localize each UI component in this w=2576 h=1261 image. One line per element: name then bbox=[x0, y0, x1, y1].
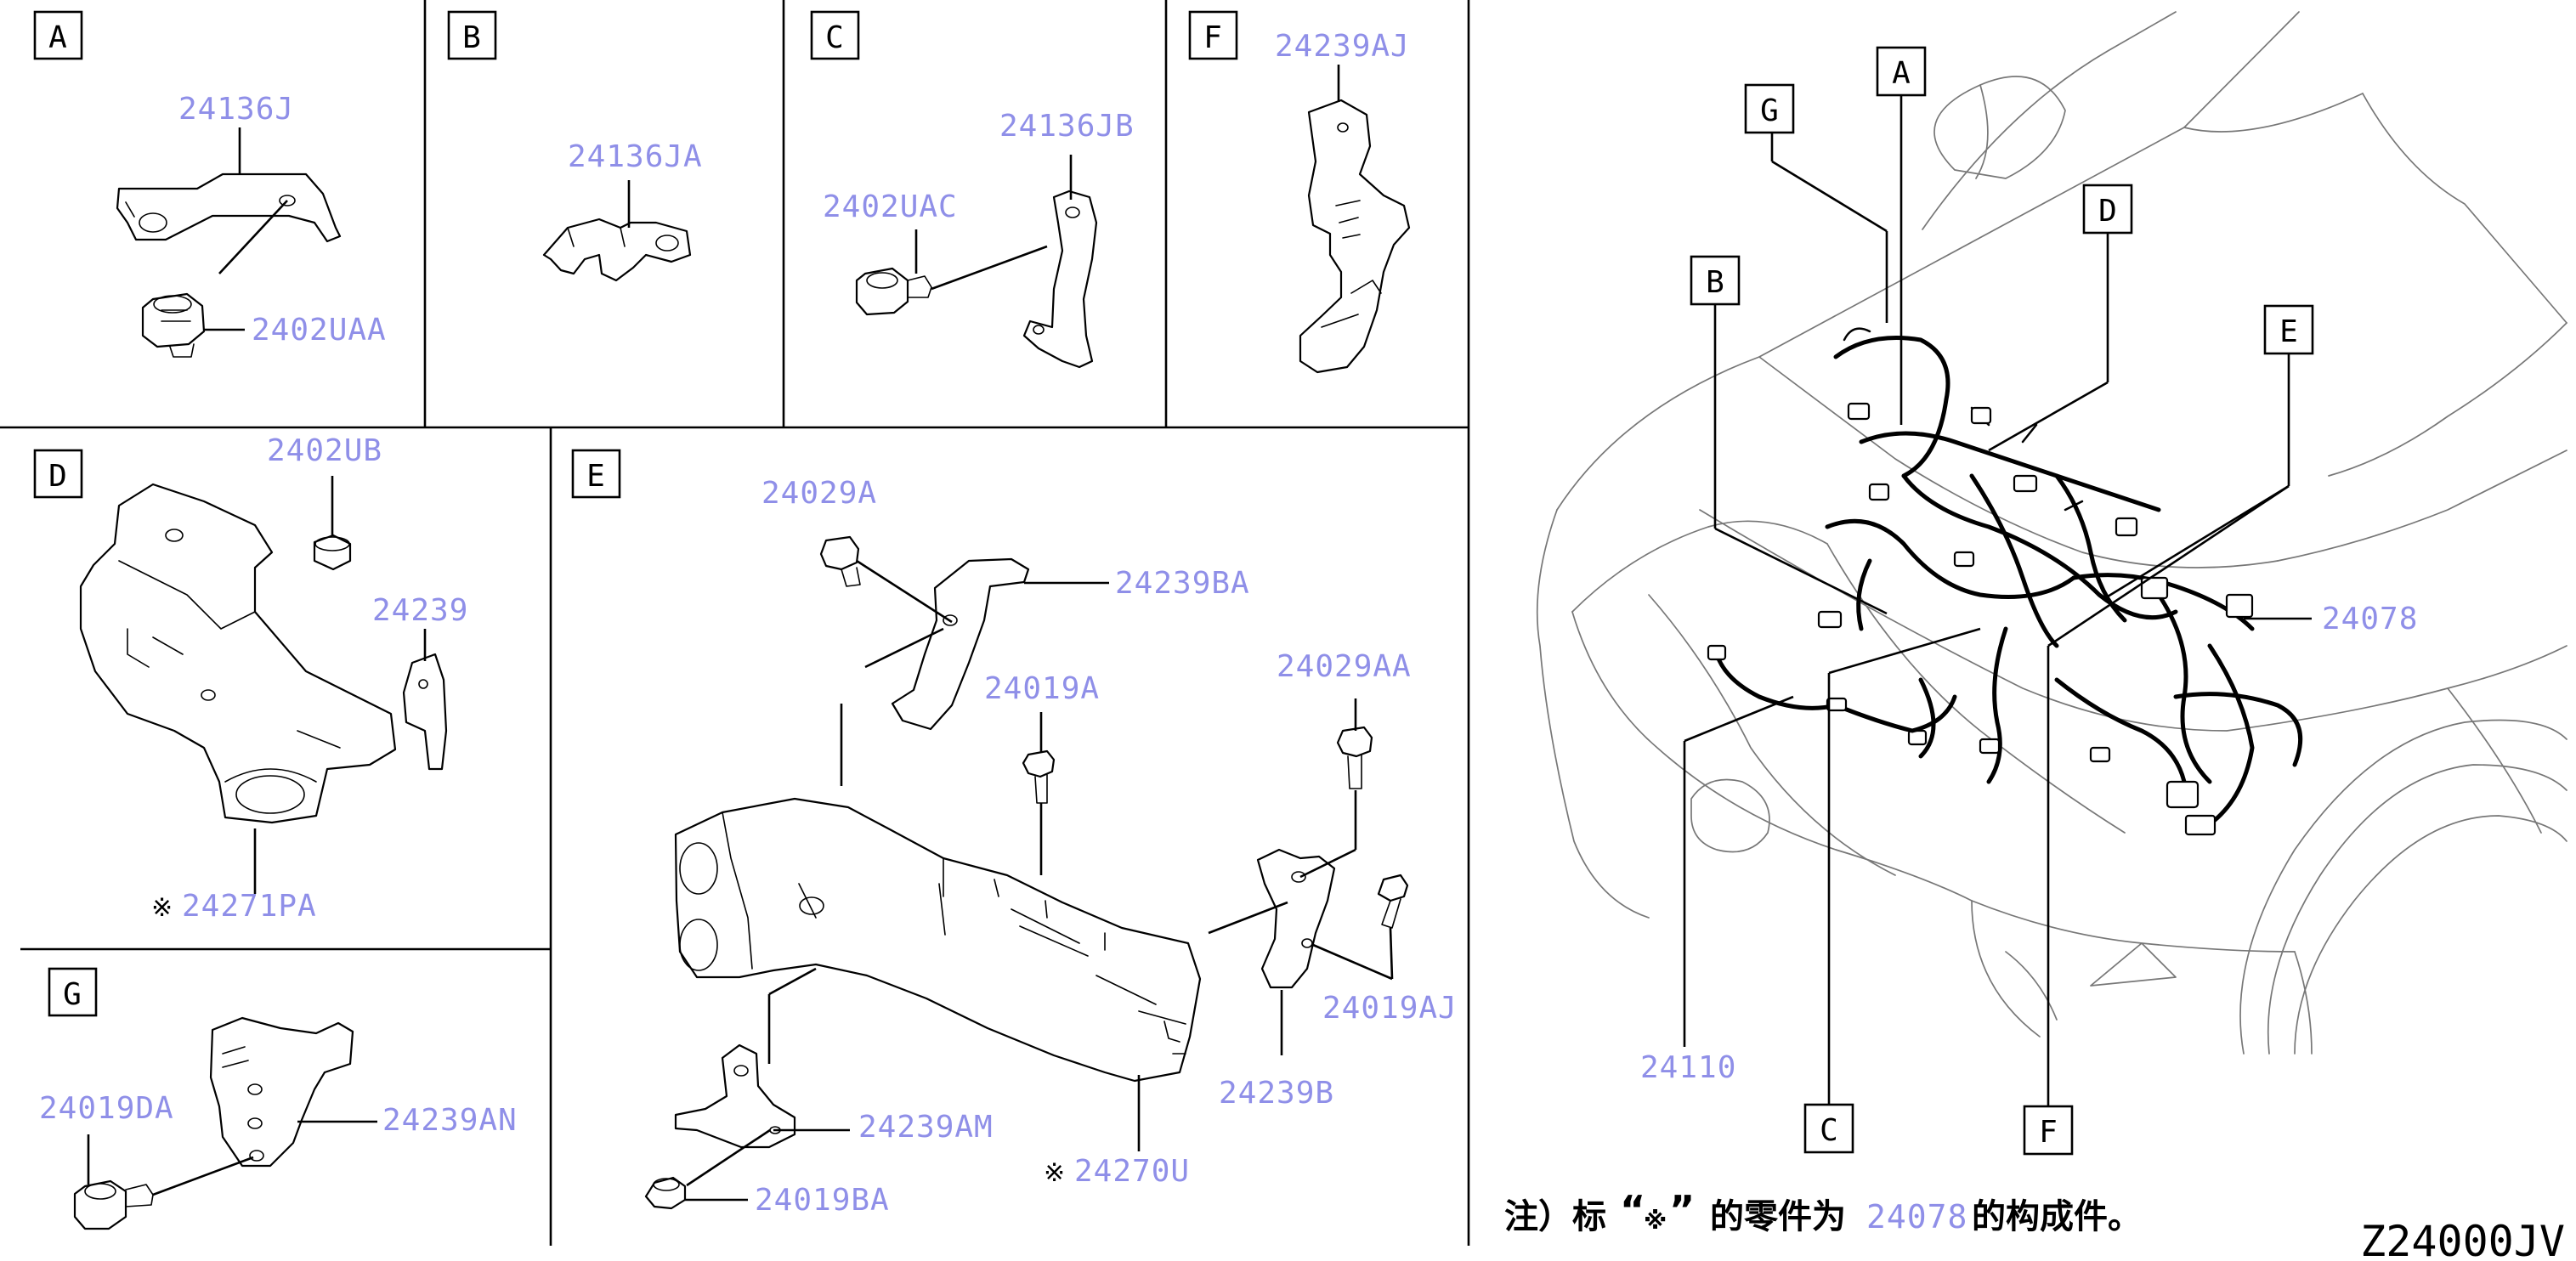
bracket-24239an-drawing bbox=[209, 1016, 354, 1168]
panel-f: F 24239AJ bbox=[1188, 10, 1411, 374]
callout-letter-b: B bbox=[1706, 265, 1724, 300]
part-label-24110: 24110 bbox=[1640, 1050, 1736, 1085]
bracket-24136ja-drawing bbox=[542, 218, 692, 282]
harness-24110-drawing bbox=[1707, 644, 1957, 733]
bolt-2402uaa-drawing bbox=[141, 292, 206, 358]
note-suffix: 的构成件。 bbox=[1972, 1197, 2142, 1236]
part-label-24239am: 24239AM bbox=[858, 1110, 994, 1145]
panel-d-letter: D bbox=[48, 459, 67, 494]
part-label-24136jb: 24136JB bbox=[999, 109, 1135, 144]
part-label-24019a: 24019A bbox=[984, 671, 1100, 706]
part-label-24029a: 24029A bbox=[761, 476, 877, 511]
callout-letter-d: D bbox=[2098, 194, 2117, 229]
panel-a-letter: A bbox=[48, 20, 67, 55]
callout-letter-f: F bbox=[2039, 1115, 2058, 1150]
panel-g: G 24019DA 24239AN bbox=[39, 967, 518, 1230]
panel-e: E bbox=[571, 449, 1458, 1218]
vehicle-overview: G A D B E C F 24078 24110 bbox=[1536, 11, 2568, 1156]
footnote: 注）标 “ ※ ” 的零件为 24078 的构成件。 bbox=[1504, 1187, 2142, 1236]
panel-dividers bbox=[0, 0, 1470, 1246]
callout-letter-e: E bbox=[2279, 314, 2298, 349]
panel-e-letter: E bbox=[586, 459, 605, 494]
part-label-2402ub: 2402UB bbox=[267, 433, 382, 468]
asterisk-marker-24270u: ※ bbox=[1044, 1158, 1065, 1188]
panel-g-letter: G bbox=[63, 977, 82, 1012]
part-label-24271pa: 24271PA bbox=[182, 889, 317, 924]
part-label-24078: 24078 bbox=[2322, 602, 2418, 636]
bolt-24029a-drawing bbox=[819, 535, 861, 587]
part-label-24239b: 24239B bbox=[1219, 1076, 1334, 1111]
panel-f-letter-box bbox=[1188, 10, 1238, 60]
bracket-24239ba-drawing bbox=[891, 557, 1030, 731]
panel-e-letter-box bbox=[571, 449, 621, 499]
callout-box-f bbox=[2023, 1105, 2074, 1156]
bolt-24019ba-drawing bbox=[644, 1176, 687, 1210]
panel-f-letter: F bbox=[1203, 20, 1222, 55]
panel-b-letter-box bbox=[447, 10, 497, 60]
panel-a-letter-box bbox=[33, 10, 83, 60]
note-close-quote: ” bbox=[1669, 1187, 1695, 1233]
panel-d: D 2402UB 24239 ※ 24271PA bbox=[33, 433, 468, 924]
part-label-24270u: 24270U bbox=[1074, 1154, 1190, 1189]
callout-box-b bbox=[1690, 255, 1741, 306]
part-label-24019ba: 24019BA bbox=[755, 1183, 890, 1218]
car-body-outline bbox=[1536, 11, 2568, 1055]
relay-box-24270u-drawing bbox=[674, 797, 1202, 1083]
callout-box-e bbox=[2263, 304, 2314, 355]
panel-b-letter: B bbox=[462, 20, 481, 55]
note-part-24078: 24078 bbox=[1866, 1198, 1967, 1236]
panel-c-letter-box bbox=[810, 10, 860, 60]
callout-box-g bbox=[1744, 83, 1795, 134]
bolt-2402uac-drawing bbox=[855, 267, 932, 316]
note-middle: 的零件为 bbox=[1710, 1197, 1846, 1236]
bracket-24239aj-drawing bbox=[1299, 99, 1411, 374]
part-label-24239aj: 24239AJ bbox=[1275, 29, 1410, 64]
callout-box-c bbox=[1803, 1103, 1854, 1154]
bracket-24239-drawing bbox=[402, 653, 448, 771]
bracket-24239b-drawing bbox=[1256, 848, 1336, 989]
part-label-24239: 24239 bbox=[372, 593, 468, 628]
part-label-24136ja: 24136JA bbox=[568, 139, 703, 174]
bracket-24136j-drawing bbox=[116, 172, 342, 243]
part-label-2402uaa: 2402UAA bbox=[252, 313, 387, 348]
part-label-24029aa: 24029AA bbox=[1277, 649, 1412, 684]
panel-c-letter: C bbox=[825, 20, 844, 55]
panel-a: A 24136J 2402UAA bbox=[33, 10, 387, 358]
part-label-24019aj: 24019AJ bbox=[1322, 991, 1458, 1026]
callout-box-a bbox=[1876, 46, 1927, 97]
note-symbol: ※ bbox=[1644, 1207, 1667, 1235]
bolt-24029aa-drawing bbox=[1336, 726, 1373, 789]
relay-box-24271pa-drawing bbox=[79, 483, 397, 824]
panel-g-letter-box bbox=[48, 967, 98, 1017]
bolt-24019da-drawing bbox=[73, 1179, 154, 1230]
note-open-quote: “ bbox=[1620, 1187, 1645, 1233]
bracket-24136jb-drawing bbox=[1022, 189, 1098, 369]
nut-2402ub-drawing bbox=[313, 534, 352, 571]
part-label-24239ba: 24239BA bbox=[1115, 566, 1250, 601]
panel-b: B 24136JA bbox=[447, 10, 703, 282]
callout-letter-a: A bbox=[1892, 56, 1911, 91]
diagram-code: Z24000JV bbox=[2360, 1217, 2565, 1261]
part-label-2402uac: 2402UAC bbox=[823, 189, 958, 224]
bracket-24239am-drawing bbox=[674, 1043, 796, 1149]
asterisk-marker-24271pa: ※ bbox=[151, 893, 173, 923]
bolt-24019aj-drawing bbox=[1377, 874, 1409, 929]
part-label-24136j: 24136J bbox=[178, 92, 294, 127]
bolt-24019a-drawing bbox=[1022, 749, 1056, 804]
callout-box-d bbox=[2082, 184, 2133, 235]
panel-c: C 24136JB 2402UAC bbox=[810, 10, 1135, 369]
part-label-24019da: 24019DA bbox=[39, 1091, 174, 1126]
callout-letter-c: C bbox=[1820, 1113, 1838, 1148]
note-prefix: 注）标 bbox=[1504, 1197, 1606, 1236]
callout-letter-g: G bbox=[1760, 93, 1779, 128]
panel-d-letter-box bbox=[33, 449, 83, 499]
part-label-24239an: 24239AN bbox=[382, 1103, 518, 1138]
engine-room-harness-24078-drawing bbox=[1817, 327, 2303, 836]
